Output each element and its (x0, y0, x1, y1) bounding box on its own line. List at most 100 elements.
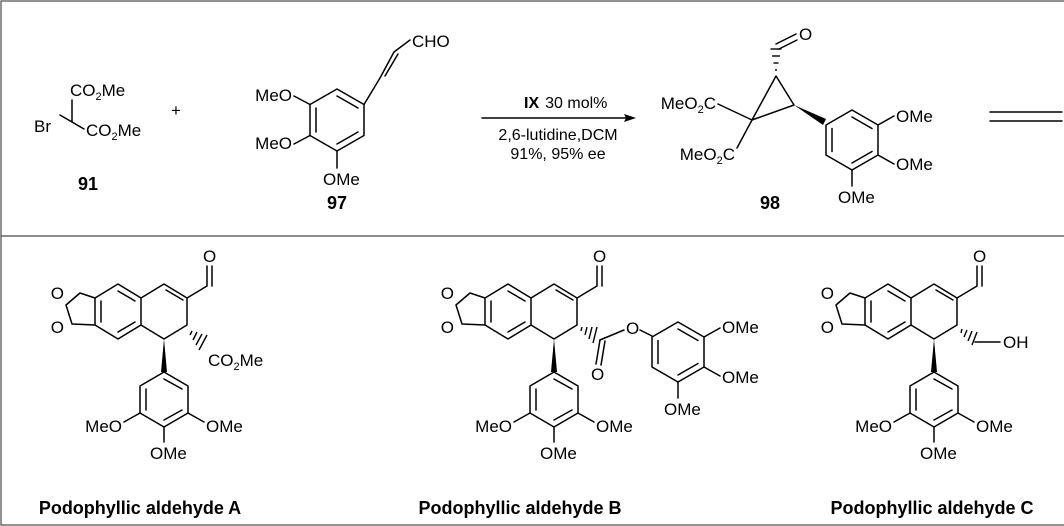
pc-wedge (931, 339, 937, 372)
pa-wedge (161, 339, 167, 372)
pb-ome-right: OMe (596, 417, 633, 436)
pc-o-top: O (821, 284, 834, 303)
c97-ome-3: OMe (323, 170, 360, 189)
pc-aryl (909, 371, 959, 428)
pc-ome-mid: OMe (920, 444, 957, 463)
pa-ring2-double (165, 289, 184, 301)
c98-wedge-bond (794, 105, 826, 125)
pb-ar2-ome-2: OMe (722, 368, 759, 387)
pb-aldehyde (576, 265, 603, 299)
compound-98: MeO2C MeO2C O OMe OMe OMe 98 (661, 25, 933, 213)
c98-label: 98 (760, 193, 780, 213)
pa-ome-mid: OMe (150, 444, 187, 463)
c97-chain-double (384, 53, 399, 77)
pb-arene (484, 283, 532, 340)
c98-co2me-2: MeO2C (680, 145, 735, 167)
pa-side: CO2Me (208, 351, 263, 373)
pc-dioxole (835, 292, 866, 326)
c91-bonds (59, 99, 85, 130)
c97-ring-inner (315, 95, 359, 145)
yield-line: 91%, 95% ee (510, 146, 605, 163)
reaction-arrowhead (624, 114, 636, 122)
pb-aryl-inner (535, 378, 573, 421)
pa-aryl (139, 371, 189, 428)
pb-aryl2-inner (657, 328, 699, 376)
product-c-name: Podophyllic aldehyde C (830, 498, 1033, 518)
pa-ald-o: O (203, 247, 216, 266)
multistep-arrow (989, 111, 1063, 122)
pb-aryl (529, 371, 579, 428)
pc-ome-left: MeO (855, 417, 892, 436)
pb-aryl2 (651, 321, 705, 383)
c98-hash-bond (770, 48, 782, 71)
pb-ester-o-dbl: O (591, 365, 604, 384)
c97-chain (363, 39, 411, 106)
pa-hash (189, 330, 208, 351)
c98-co2me-1: MeO2C (661, 94, 716, 116)
pa-o-bottom: O (51, 318, 64, 337)
c98-ome-1: OMe (896, 107, 933, 126)
c98-aryl-ring (825, 109, 879, 171)
c98-ald-o: O (799, 25, 812, 44)
pc-aldehyde (956, 265, 983, 299)
pb-ester-aryl-bond (639, 329, 653, 337)
pb-ring2 (530, 283, 578, 340)
pa-o-top: O (51, 284, 64, 303)
product-a: O O O CO2Me MeO OMe OMe Podophyllic alde… (39, 247, 263, 518)
pc-ring2-double (935, 289, 954, 301)
pa-dioxole (65, 292, 96, 326)
pb-aryl2-ome-bonds (677, 327, 721, 399)
c98-cyclopropane (751, 75, 795, 121)
pb-o-bottom: O (441, 318, 454, 337)
pb-ring2-double (555, 289, 574, 301)
pb-arene-inner (490, 290, 526, 333)
product-b: O O O O O OMe OMe OMe MeO OMe OMe (418, 247, 758, 518)
plus-sign: + (171, 101, 181, 120)
pc-side: OH (1003, 333, 1029, 352)
pc-ome-bonds (893, 412, 975, 443)
c98-aldehyde-bond (775, 33, 797, 45)
c91-label: 91 (78, 174, 98, 194)
pa-ome-bonds (123, 412, 205, 443)
c97-ring (309, 88, 365, 152)
c91-co2me-bottom: CO2Me (86, 121, 141, 143)
pc-arene (864, 283, 912, 340)
pb-ar2-ome-3: OMe (664, 400, 701, 419)
pc-aryl-inner (915, 378, 953, 421)
c97-label: 97 (327, 193, 347, 213)
product-c: O O O OH MeO OMe OMe Podophyllic aldehyd… (821, 247, 1034, 518)
pb-ar2-ome-1: OMe (722, 318, 759, 337)
c98-ester-bonds (717, 103, 753, 149)
pb-o-top: O (441, 284, 454, 303)
c98-aryl-inner (831, 116, 873, 164)
c98-ome-2: OMe (896, 155, 933, 174)
c91-br: Br (34, 117, 51, 136)
conditions-line: 2,6-lutidine,DCM (498, 127, 617, 144)
product-b-name: Podophyllic aldehyde B (418, 498, 621, 518)
pb-ester-single (599, 329, 625, 341)
pa-ring2 (140, 283, 188, 340)
pc-ome-right: OMe (976, 417, 1013, 436)
pa-ome-right: OMe (206, 417, 243, 436)
pa-aryl-inner (145, 378, 183, 421)
compound-91: CO2Me CO2Me Br 91 (34, 81, 141, 194)
pb-ester-dbl (595, 339, 606, 366)
pc-o-bottom: O (821, 318, 834, 337)
pb-ald-o: O (593, 247, 606, 266)
c98-ome-3: OMe (838, 188, 875, 207)
pb-ome-bonds (513, 412, 595, 443)
pb-ome-mid: OMe (540, 444, 577, 463)
pc-hash (960, 328, 978, 346)
product-a-name: Podophyllic aldehyde A (39, 498, 241, 518)
pa-aldehyde (186, 265, 213, 299)
pb-ester-o: O (626, 319, 639, 338)
pb-wedge (551, 339, 557, 372)
pc-ald-o: O (973, 247, 986, 266)
pb-hash (580, 326, 598, 344)
pc-ring2 (910, 283, 958, 340)
compound-97: CHO MeO MeO OMe 97 (255, 32, 450, 213)
